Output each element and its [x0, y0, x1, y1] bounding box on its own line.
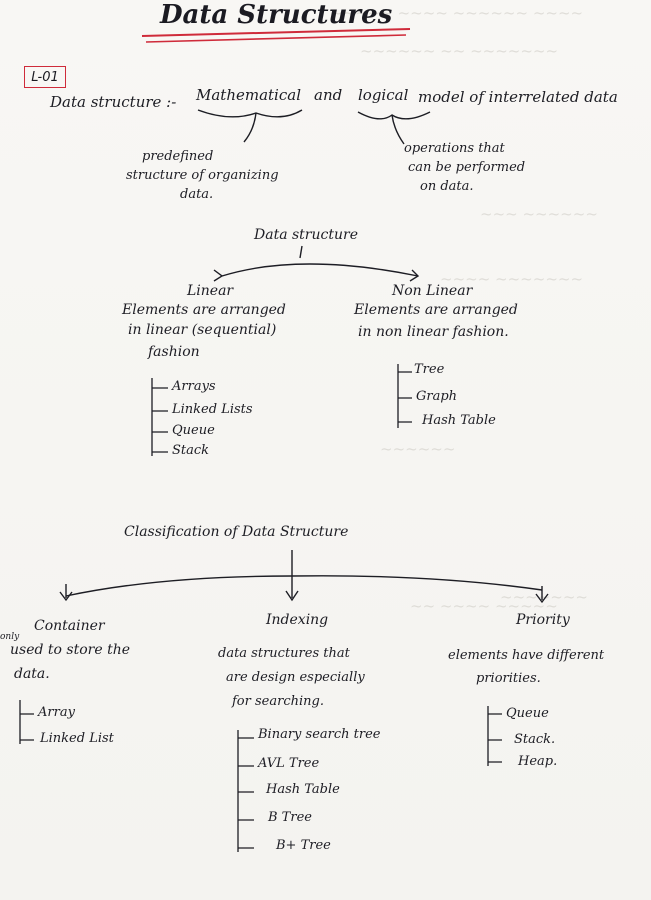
priority-item: Stack. — [514, 732, 556, 747]
nonlinear-item: Tree — [414, 362, 445, 377]
indexing-item: B+ Tree — [276, 838, 331, 853]
nonlinear-item: Hash Table — [422, 413, 496, 428]
priority-title: Priority — [516, 612, 570, 628]
bleed-through-text: ~~~~~~ — [380, 440, 456, 458]
definition-rest: model of interrelated data — [418, 88, 618, 106]
definition-mathematical: Mathematical — [196, 86, 301, 104]
bleed-through-text: ~~~~ ~~~~~~~ — [440, 270, 584, 288]
container-title: Container — [34, 618, 105, 634]
definition-term: Data structure :- — [50, 93, 177, 111]
definition-left-note-2: structure of organizing — [126, 168, 279, 183]
indexing-item: Binary search tree — [258, 727, 381, 742]
indexing-item: Hash Table — [266, 782, 340, 797]
container-desc-2: data. — [14, 666, 50, 682]
container-item: Linked List — [40, 731, 114, 746]
indexing-item: AVL Tree — [258, 756, 320, 771]
page-title: Data Structures — [160, 0, 393, 30]
linear-title: Linear — [187, 283, 234, 299]
definition-logical: logical — [358, 86, 409, 104]
definition-left-note-3: data. — [180, 187, 214, 202]
lecture-label: L-01 — [24, 66, 66, 88]
linear-item: Stack — [172, 443, 210, 458]
definition-and: and — [314, 86, 343, 104]
priority-item: Queue — [506, 706, 549, 721]
priority-desc-2: priorities. — [476, 671, 541, 686]
priority-item: Heap. — [518, 754, 558, 769]
linear-item: Linked Lists — [172, 402, 253, 417]
indexing-item: B Tree — [268, 810, 312, 825]
bleed-through-text: ~~~~~~~ — [500, 588, 588, 606]
bleed-through-text: ~~ ~~~~ ~~~~~ — [410, 597, 558, 615]
indexing-desc-1: data structures that — [218, 646, 350, 661]
linear-item: Queue — [172, 423, 215, 438]
linear-desc-3: fashion — [148, 344, 200, 360]
container-prefix: only — [0, 632, 20, 642]
types-root: Data structure — [254, 227, 358, 243]
linear-desc-2: in linear (sequential) — [128, 322, 277, 338]
definition-right-note-1: operations that — [404, 141, 505, 156]
bleed-through-text: ~~~~~~ ~~ ~~~~~~~ — [360, 42, 559, 60]
indexing-title: Indexing — [266, 612, 329, 628]
definition-right-note-3: on data. — [420, 179, 474, 194]
classification-root: Classification of Data Structure — [124, 524, 349, 540]
definition-left-note-1: predefined — [142, 149, 214, 164]
container-desc-1: used to store the — [10, 642, 130, 658]
nonlinear-item: Graph — [416, 389, 458, 404]
priority-desc-1: elements have different — [448, 648, 605, 663]
container-item: Array — [38, 705, 75, 720]
bleed-through-text: ~~~~~ ~~~~ ~~~~~~ ~~~~ — [330, 4, 584, 22]
linear-item: Arrays — [172, 379, 216, 394]
bleed-through-text: ~~~ ~~~~~~ — [480, 205, 598, 223]
nonlinear-desc-1: Elements are arranged — [354, 302, 518, 318]
nonlinear-title: Non Linear — [392, 283, 473, 299]
linear-desc-1: Elements are arranged — [122, 302, 286, 318]
indexing-desc-3: for searching. — [232, 694, 324, 709]
definition-right-note-2: can be performed — [408, 160, 526, 175]
indexing-desc-2: are design especially — [226, 670, 365, 685]
nonlinear-desc-2: in non linear fashion. — [358, 324, 509, 340]
